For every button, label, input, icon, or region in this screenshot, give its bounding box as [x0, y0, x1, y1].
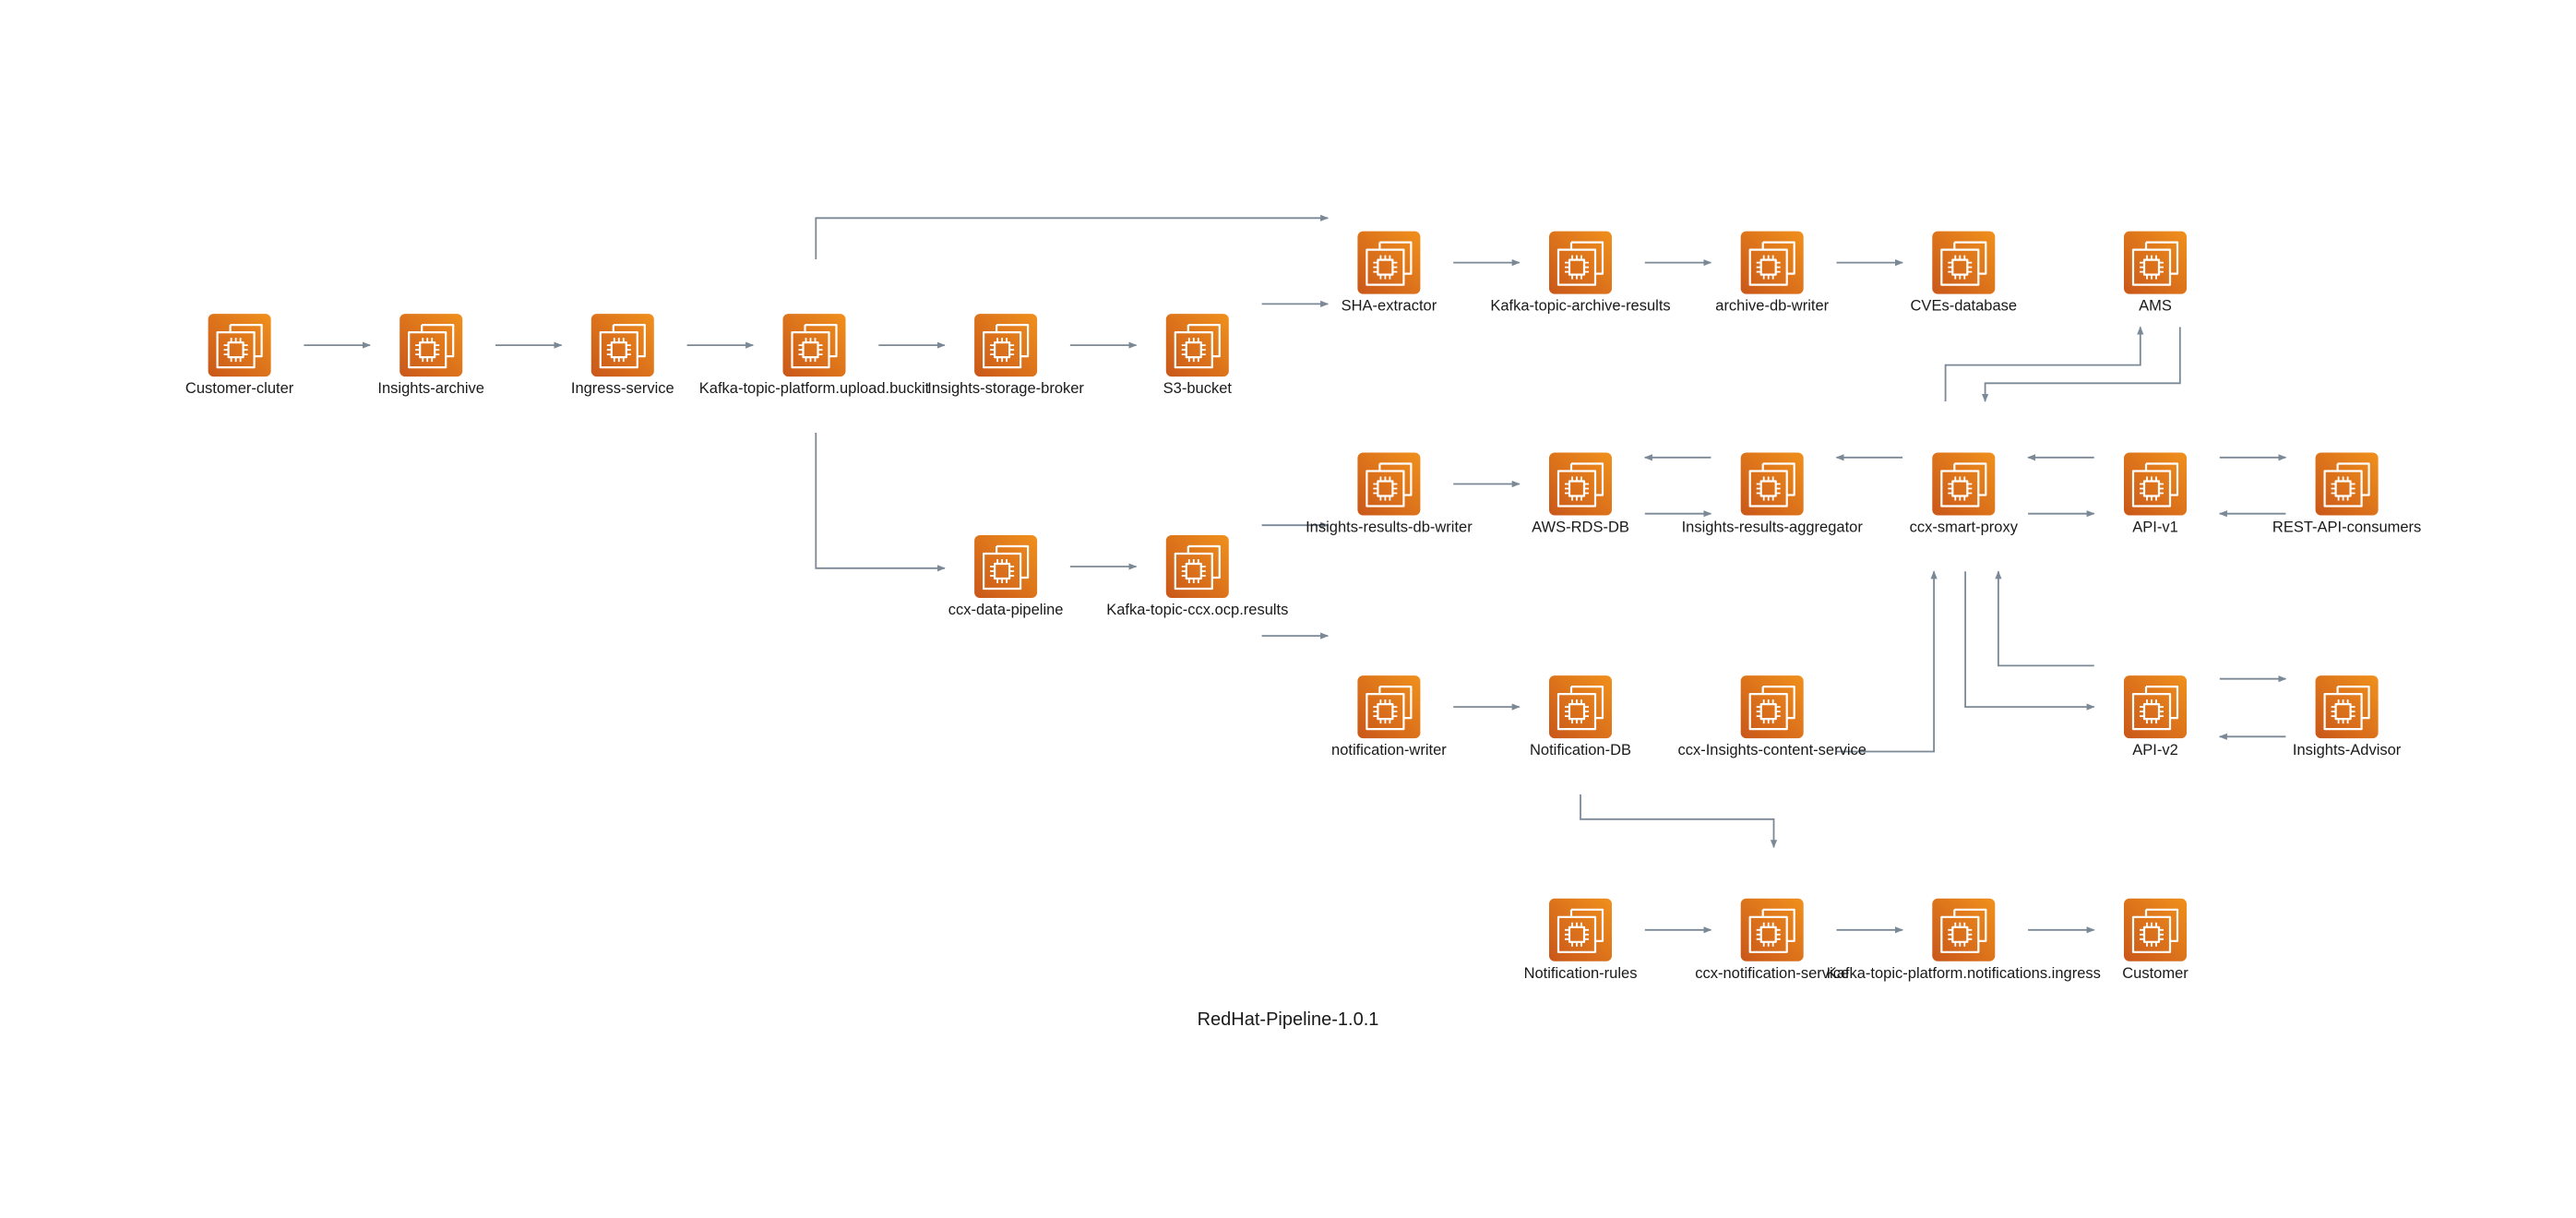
node-label: ccx-smart-proxy: [1910, 519, 2019, 536]
edge-ccx-smart-proxy-to-ams: [1944, 326, 2144, 401]
node-customer[interactable]: Customer: [2122, 898, 2188, 982]
node-label: Insights-archive: [377, 380, 484, 397]
edge-ccx-smart-proxy-to-api-v2: [1964, 571, 2095, 710]
node-notification-rules[interactable]: Notification-rules: [1524, 898, 1638, 982]
ec2-instance-icon: [2323, 685, 2370, 731]
node-kafka-archive-results[interactable]: Kafka-topic-archive-results: [1490, 231, 1671, 315]
ec2-instance-icon: [2323, 462, 2370, 508]
node-label: API-v2: [2132, 742, 2178, 758]
ec2-instance-icon: [1556, 462, 1604, 508]
node-label: ccx-data-pipeline: [948, 602, 1064, 618]
ec2-instance-icon: [1748, 241, 1795, 286]
ec2-instance-icon: [982, 544, 1030, 591]
node-label: REST-API-consumers: [2272, 519, 2421, 536]
node-label: ccx-Insights-content-service: [1677, 742, 1866, 758]
ec2-instance-icon: [216, 324, 263, 369]
ec2-instance-icon: [1366, 685, 1413, 731]
ec2-instance-icon: [1366, 462, 1413, 508]
node-insights-results-aggregator[interactable]: Insights-results-aggregator: [1682, 452, 1864, 536]
ec2-instance-icon: [2131, 908, 2179, 953]
node-label: archive-db-writer: [1715, 298, 1829, 315]
node-label: Notification-rules: [1524, 965, 1638, 982]
node-label: SHA-extractor: [1342, 298, 1437, 315]
node-ccx-notification-service[interactable]: ccx-notification-service: [1695, 898, 1849, 982]
node-api-v1[interactable]: API-v1: [2124, 452, 2187, 536]
node-sha-extractor[interactable]: SHA-extractor: [1342, 231, 1437, 315]
node-customer-cluter[interactable]: Customer-cluter: [185, 314, 294, 397]
ec2-instance-icon: [2131, 685, 2179, 731]
node-label: Insights-storage-broker: [927, 380, 1084, 397]
node-notification-writer[interactable]: notification-writer: [1331, 675, 1447, 758]
node-label: Ingress-service: [571, 380, 674, 397]
ec2-instance-icon: [2131, 241, 2179, 286]
ec2-instance-icon: [1940, 462, 1987, 508]
ec2-instance-icon: [1940, 241, 1987, 286]
node-label: API-v1: [2132, 519, 2178, 536]
ec2-instance-icon: [1174, 544, 1221, 591]
node-ccx-smart-proxy[interactable]: ccx-smart-proxy: [1910, 452, 2019, 536]
ec2-instance-icon: [791, 324, 838, 369]
edge-api-v2-to-ccx-smart-proxy: [1995, 570, 2094, 667]
node-notification-db[interactable]: Notification-DB: [1530, 675, 1631, 758]
node-label: Insights-results-aggregator: [1682, 519, 1864, 536]
node-insights-advisor[interactable]: Insights-Advisor: [2293, 675, 2402, 758]
node-kafka-upload[interactable]: Kafka-topic-platform.upload.buckit: [699, 314, 930, 397]
edges-layer: [304, 214, 2287, 934]
node-ams[interactable]: AMS: [2124, 231, 2187, 315]
node-ingress-service[interactable]: Ingress-service: [571, 314, 674, 397]
node-insights-storage-broker[interactable]: Insights-storage-broker: [927, 314, 1084, 397]
node-cves-database[interactable]: CVEs-database: [1911, 231, 2018, 315]
node-label: notification-writer: [1331, 742, 1447, 758]
edge-kafka-upload-to-sha-extractor: [815, 214, 1330, 259]
ec2-instance-icon: [599, 324, 646, 369]
node-label: Kafka-topic-platform.upload.buckit: [699, 380, 930, 397]
node-label: ccx-notification-service: [1695, 965, 1849, 982]
edge-notification-db-to-ccx-notification-service: [1580, 794, 1778, 849]
ec2-instance-icon: [1174, 324, 1221, 369]
diagram-title: RedHat-Pipeline-1.0.1: [1198, 1009, 1379, 1030]
ec2-instance-icon: [1366, 241, 1413, 286]
edge-ams-to-ccx-smart-proxy: [1982, 327, 2181, 402]
ec2-instance-icon: [1556, 908, 1604, 953]
node-label: Kafka-topic-archive-results: [1490, 298, 1670, 315]
ec2-instance-icon: [1556, 241, 1604, 286]
node-kafka-ccx-ocp-results[interactable]: Kafka-topic-ccx.ocp.results: [1106, 535, 1288, 618]
node-rest-api-consumers[interactable]: REST-API-consumers: [2272, 452, 2421, 536]
node-label: Kafka-topic-ccx.ocp.results: [1106, 602, 1288, 618]
node-label: Kafka-topic-platform.notifications.ingre…: [1827, 965, 2101, 982]
edge-kafka-upload-to-ccx-data-pipeline: [815, 433, 946, 572]
node-ccx-data-pipeline[interactable]: ccx-data-pipeline: [948, 535, 1064, 618]
node-archive-db-writer[interactable]: archive-db-writer: [1715, 231, 1830, 315]
node-kafka-notifications-ingress[interactable]: Kafka-topic-platform.notifications.ingre…: [1827, 898, 2101, 982]
ec2-instance-icon: [408, 324, 455, 369]
ec2-instance-icon: [1748, 685, 1795, 731]
ec2-instance-icon: [2131, 462, 2179, 508]
node-aws-rds-db[interactable]: AWS-RDS-DB: [1532, 452, 1629, 536]
node-insights-results-db-writer[interactable]: Insights-results-db-writer: [1306, 452, 1473, 536]
node-label: Customer: [2122, 965, 2188, 982]
edge-ccx-insights-content-service-to-ccx-smart-proxy: [1836, 570, 1938, 753]
node-api-v2[interactable]: API-v2: [2124, 675, 2187, 758]
node-label: CVEs-database: [1911, 298, 2018, 315]
node-label: Customer-cluter: [185, 380, 294, 397]
node-insights-archive[interactable]: Insights-archive: [377, 314, 484, 397]
ec2-instance-icon: [1748, 908, 1795, 953]
node-s3-bucket[interactable]: S3-bucket: [1163, 314, 1233, 397]
nodes-layer: Customer-cluter Insights-archive Ingress-s…: [185, 231, 2421, 982]
ec2-instance-icon: [1940, 908, 1987, 953]
node-label: AWS-RDS-DB: [1532, 519, 1629, 536]
node-label: S3-bucket: [1163, 380, 1233, 397]
node-ccx-insights-content-service[interactable]: ccx-Insights-content-service: [1677, 675, 1866, 758]
ec2-instance-icon: [1748, 462, 1795, 508]
node-label: AMS: [2139, 298, 2172, 315]
ec2-instance-icon: [1556, 685, 1604, 731]
ec2-instance-icon: [982, 324, 1030, 369]
node-label: Notification-DB: [1530, 742, 1631, 758]
node-label: Insights-Advisor: [2293, 742, 2402, 758]
node-label: Insights-results-db-writer: [1306, 519, 1473, 536]
